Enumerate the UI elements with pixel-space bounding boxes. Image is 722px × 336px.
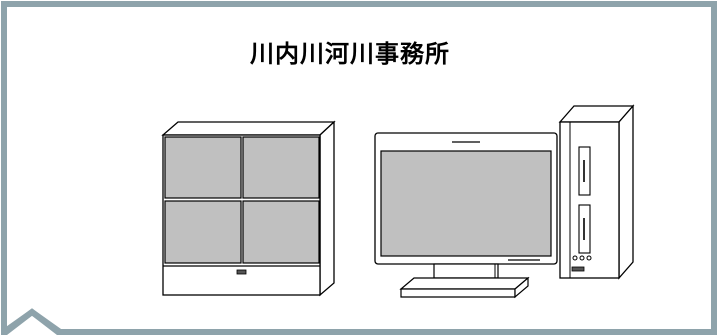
panel-notch bbox=[2, 308, 62, 335]
wall-screen-4 bbox=[242, 200, 320, 264]
wall-screen-2 bbox=[242, 136, 320, 199]
desktop-monitor-icon bbox=[374, 132, 558, 299]
video-wall-icon bbox=[161, 120, 336, 297]
wall-indicator bbox=[236, 269, 247, 275]
pc-tower-icon bbox=[558, 104, 635, 280]
wall-screen-1 bbox=[164, 136, 242, 199]
office-title: 川内川河川事務所 bbox=[250, 40, 450, 68]
wall-screen-3 bbox=[164, 200, 242, 264]
